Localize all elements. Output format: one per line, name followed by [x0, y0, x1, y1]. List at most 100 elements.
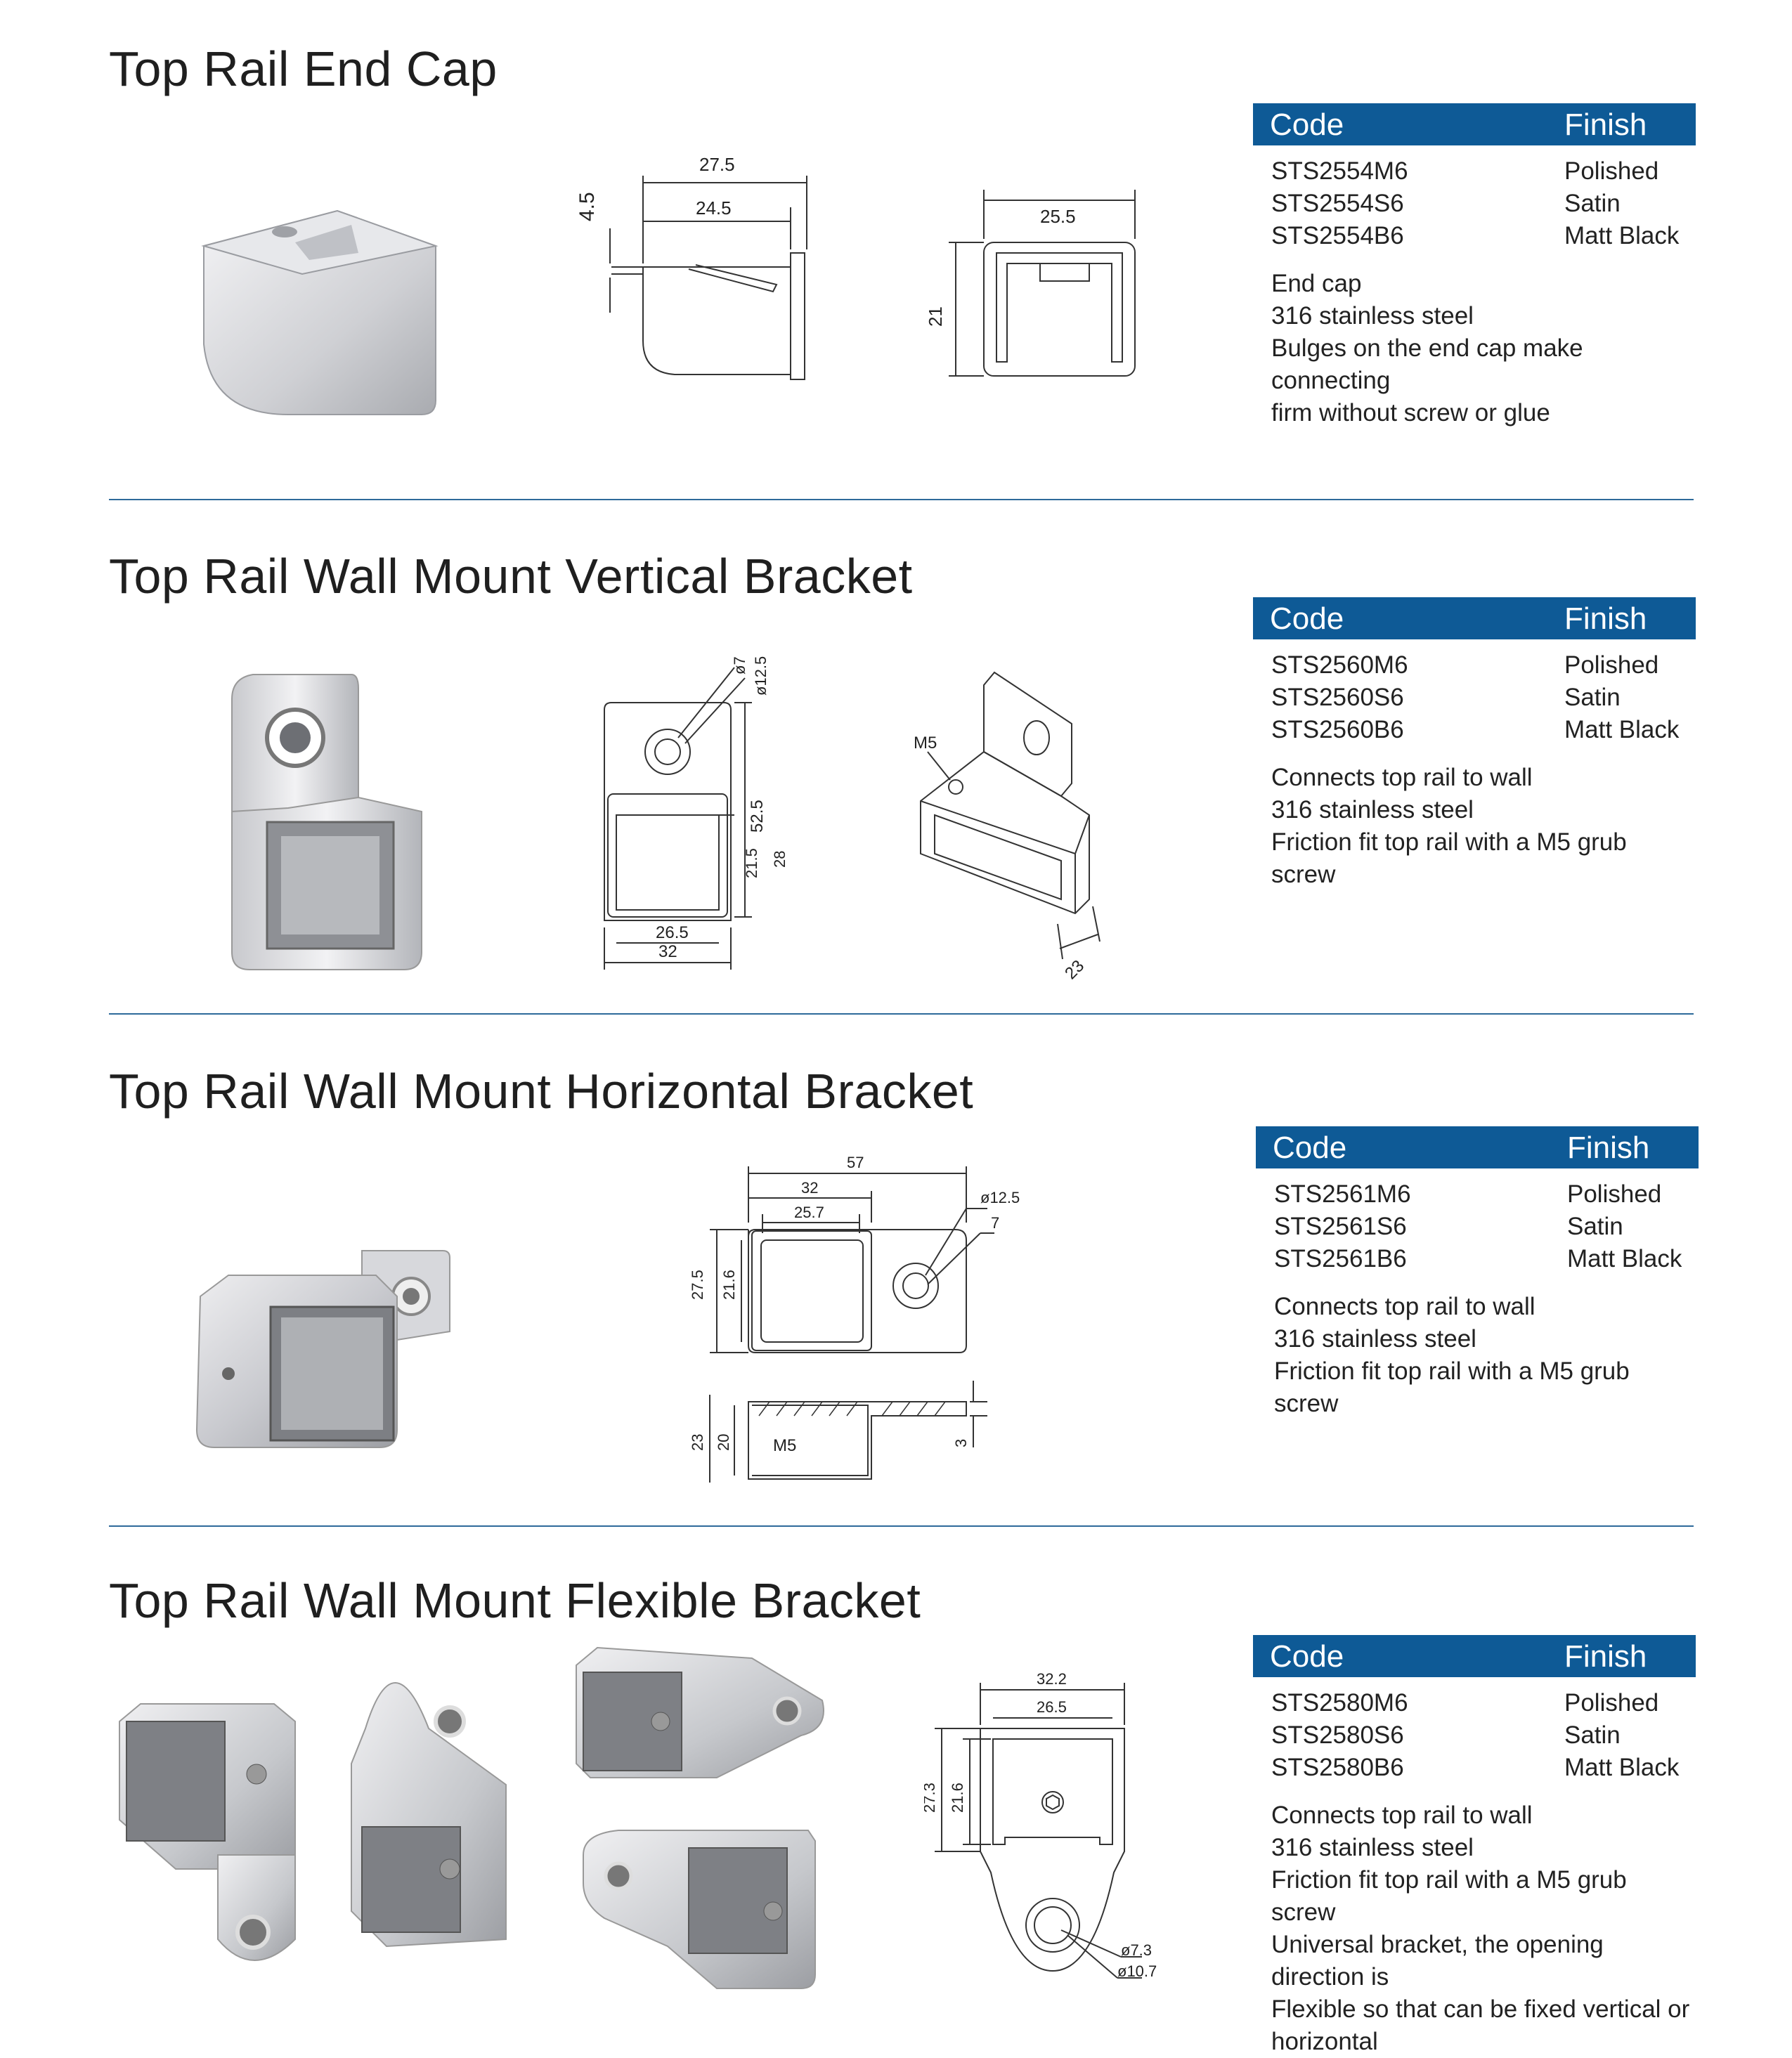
dim-label: ø12.5 [752, 656, 770, 696]
product-description: End cap 316 stainless steel Bulges on th… [1253, 252, 1696, 429]
description-line: 316 stainless steel [1271, 302, 1474, 330]
dim-label: ø7.3 [1121, 1941, 1152, 1959]
flex-bracket-photo-3 [576, 1646, 824, 1778]
product-finish: Polished [1564, 157, 1659, 185]
dim-label: 32 [801, 1179, 818, 1197]
finish-header: Finish [1564, 1639, 1647, 1674]
description-line: Universal bracket, the opening direction… [1271, 1931, 1604, 1991]
finish-header: Finish [1564, 108, 1647, 142]
end-cap-front-drawing: 25.5 21 [925, 190, 1136, 377]
code-header: Code [1270, 601, 1344, 636]
dim-label: 27.5 [699, 154, 735, 175]
dim-label: 21 [925, 306, 946, 327]
dim-label: 26.5 [656, 923, 689, 942]
product-code: STS2580M6 [1271, 1689, 1408, 1717]
product-code: STS2580S6 [1271, 1721, 1404, 1749]
dim-label: 25.5 [1040, 206, 1076, 227]
dim-label: 21.6 [949, 1783, 966, 1813]
description-line: 316 stainless steel [1274, 1325, 1476, 1353]
end-cap-side-drawing: 27.5 24.5 4.5 [576, 154, 807, 380]
section-divider [109, 499, 1694, 500]
dim-label: 27.5 [689, 1270, 706, 1300]
dim-label: 25.7 [794, 1204, 824, 1221]
dim-label: 7 [991, 1214, 999, 1232]
spec-table-header: Code Finish [1253, 597, 1696, 639]
product-finish: Satin [1567, 1213, 1623, 1240]
product-finish: Polished [1564, 651, 1659, 679]
section-title: Top Rail Wall Mount Flexible Bracket [109, 1573, 921, 1628]
end-cap-photo [201, 209, 439, 415]
spec-table-header: Code Finish [1256, 1126, 1699, 1168]
description-line: horizontal [1271, 2028, 1378, 2055]
description-line: Bulges on the end cap make connecting [1271, 334, 1583, 394]
description-line: Connects top rail to wall [1274, 1293, 1535, 1320]
product-finish: Matt Black [1567, 1245, 1682, 1272]
section-title: Top Rail Wall Mount Vertical Bracket [109, 549, 913, 604]
dim-label: ø10.7 [1117, 1962, 1157, 1980]
dim-label: 24.5 [696, 197, 732, 219]
product-code: STS2554B6 [1271, 222, 1404, 249]
spec-table-header: Code Finish [1253, 1635, 1696, 1677]
dim-label: 27.3 [924, 1783, 938, 1813]
description-line: End cap [1271, 270, 1362, 297]
code-header: Code [1273, 1131, 1347, 1165]
product-description: Connects top rail to wall 316 stainless … [1256, 1275, 1699, 1420]
flexible-bracket-drawing: 32.2 26.5 27.3 21.6 ø7.3 ø10.7 [924, 1670, 1157, 1980]
vertical-bracket-front-drawing: ø7 ø12.5 52.5 21.5 28 26.5 32 [604, 656, 788, 970]
table-row: STS2580S6 Satin [1253, 1719, 1696, 1752]
table-row: STS2561M6 Polished [1256, 1178, 1699, 1211]
description-line: 316 stainless steel [1271, 1834, 1474, 1861]
dim-label: 26.5 [1037, 1698, 1067, 1716]
code-header: Code [1270, 1639, 1344, 1674]
table-row: STS2560B6 Matt Black [1253, 714, 1696, 746]
product-code: STS2560M6 [1271, 651, 1408, 679]
dim-label: M5 [914, 734, 937, 753]
product-code: STS2561M6 [1274, 1180, 1411, 1208]
dim-label: ø12.5 [980, 1189, 1020, 1206]
dim-label: 21.5 [743, 848, 760, 878]
dim-label: 23 [1061, 956, 1088, 983]
product-finish: Satin [1564, 1721, 1621, 1749]
dim-label: 23 [689, 1434, 706, 1451]
dim-label: 28 [771, 851, 788, 868]
description-line: Friction fit top rail with a M5 grub scr… [1274, 1357, 1630, 1417]
product-finish: Satin [1564, 190, 1621, 217]
dim-label: ø7 [731, 656, 748, 675]
description-line: Friction fit top rail with a M5 grub scr… [1271, 828, 1627, 888]
product-code: STS2554M6 [1271, 157, 1408, 185]
dim-label: 21.6 [720, 1270, 738, 1300]
description-line: 316 stainless steel [1271, 796, 1474, 823]
description-line: Friction fit top rail with a M5 grub scr… [1271, 1866, 1627, 1926]
product-finish: Matt Black [1564, 716, 1680, 743]
table-row: STS2560M6 Polished [1253, 649, 1696, 682]
dim-label: 52.5 [748, 800, 767, 833]
table-row: STS2554S6 Satin [1253, 188, 1696, 220]
product-code: STS2554S6 [1271, 190, 1404, 217]
description-line: firm without screw or glue [1271, 399, 1550, 426]
description-line: Connects top rail to wall [1271, 1802, 1533, 1829]
product-finish: Matt Black [1564, 1754, 1680, 1781]
flexible-bracket-photos [119, 1646, 824, 1989]
product-finish: Polished [1567, 1180, 1662, 1208]
dim-label: 32.2 [1037, 1670, 1067, 1688]
product-code: STS2580B6 [1271, 1754, 1404, 1781]
finish-header: Finish [1567, 1131, 1650, 1165]
product-finish: Polished [1564, 1689, 1659, 1717]
product-code: STS2561B6 [1274, 1245, 1407, 1272]
vertical-bracket-iso-drawing: M5 23 [914, 671, 1100, 983]
table-row: STS2580M6 Polished [1253, 1687, 1696, 1719]
product-description: Connects top rail to wall 316 stainless … [1253, 746, 1696, 891]
product-code: STS2560B6 [1271, 716, 1404, 743]
flex-bracket-photo-2 [351, 1682, 507, 1948]
product-description: Connects top rail to wall 316 stainless … [1253, 1784, 1696, 2058]
spec-table-header: Code Finish [1253, 103, 1696, 145]
dim-label: M5 [773, 1436, 796, 1455]
vertical-bracket-photo [231, 674, 422, 970]
horizontal-bracket-plan-drawing: 57 32 25.7 ø12.5 7 27.5 21.6 23 20 M5 3 [689, 1154, 1020, 1483]
dim-label: 57 [847, 1154, 864, 1171]
dim-label: 32 [658, 942, 677, 961]
